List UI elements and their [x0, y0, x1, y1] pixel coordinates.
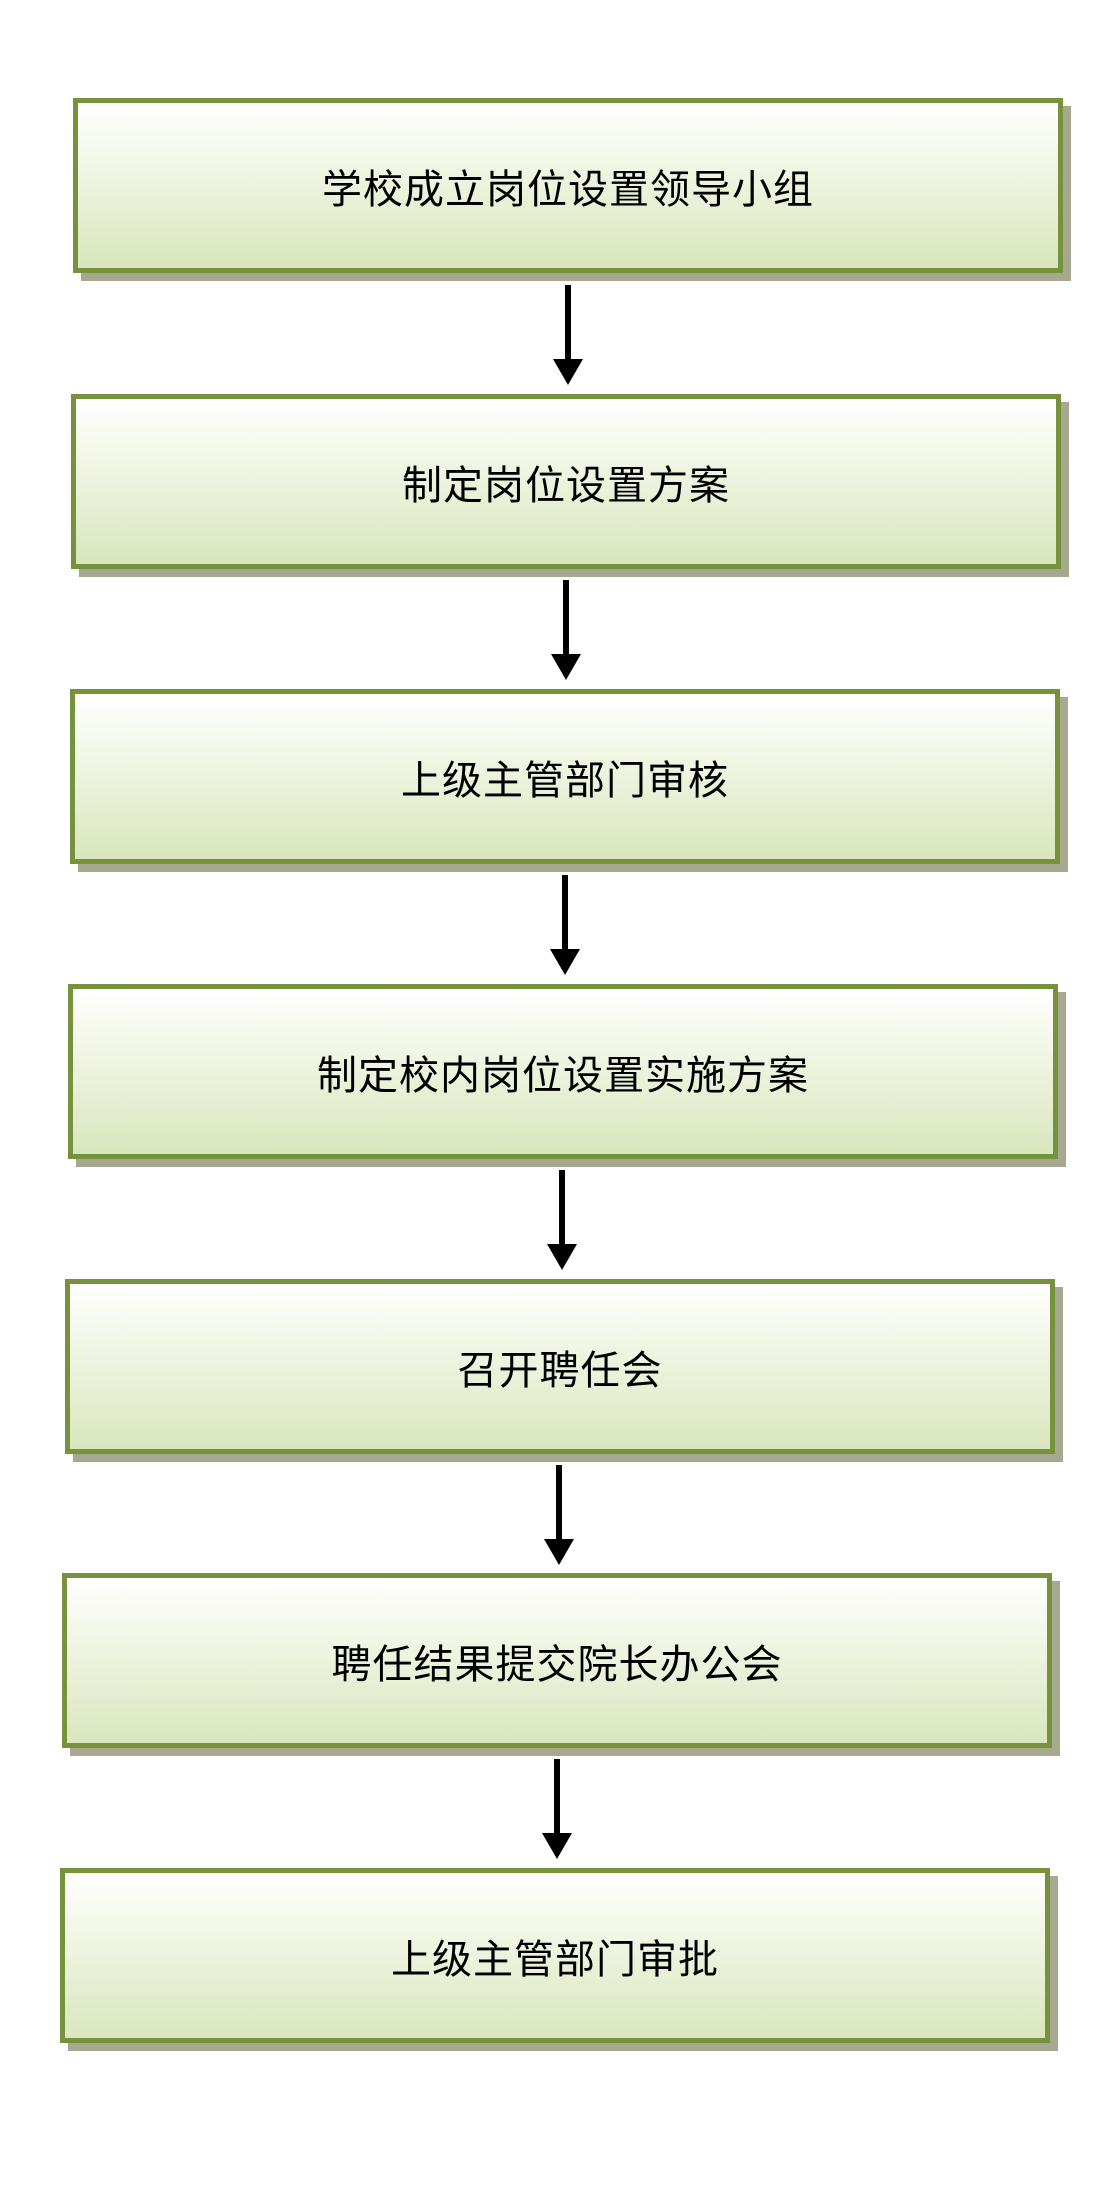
arrow-down-icon	[553, 285, 583, 385]
step-label-3: 上级主管部门审核	[401, 757, 729, 804]
step-box-7: 上级主管部门审批	[60, 1868, 1050, 2043]
arrow-down-icon	[547, 1170, 577, 1270]
arrow-down-icon	[542, 1759, 572, 1859]
step-box-5: 召开聘任会	[65, 1279, 1055, 1454]
step-box-4: 制定校内岗位设置实施方案	[68, 984, 1058, 1159]
step-box-2: 制定岗位设置方案	[71, 394, 1061, 569]
step-label-5: 召开聘任会	[457, 1347, 663, 1394]
step-label-2: 制定岗位设置方案	[402, 462, 730, 509]
arrow-down-icon	[550, 875, 580, 975]
arrow-down-icon	[544, 1465, 574, 1565]
step-label-1: 学校成立岗位设置领导小组	[322, 166, 814, 213]
step-box-1: 学校成立岗位设置领导小组	[73, 98, 1063, 273]
step-label-6: 聘任结果提交院长办公会	[331, 1641, 783, 1688]
step-label-7: 上级主管部门审批	[391, 1936, 719, 1983]
step-label-4: 制定校内岗位设置实施方案	[317, 1052, 809, 1099]
step-box-6: 聘任结果提交院长办公会	[62, 1573, 1052, 1748]
arrow-down-icon	[551, 580, 581, 680]
step-box-3: 上级主管部门审核	[70, 689, 1060, 864]
